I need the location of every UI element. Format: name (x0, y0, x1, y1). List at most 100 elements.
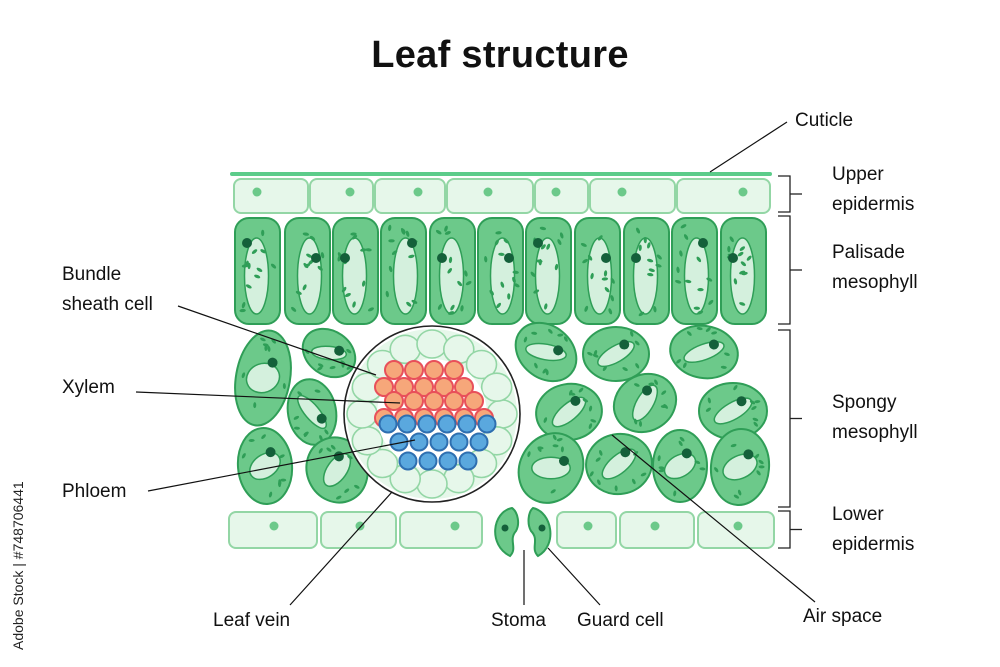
epidermis-cell (589, 178, 676, 214)
chloroplast (737, 251, 744, 257)
nucleus (265, 447, 276, 458)
chloroplast (648, 382, 655, 386)
vacuole (489, 237, 516, 315)
chloroplast (638, 244, 642, 252)
palisade-cell (525, 217, 572, 325)
nucleus (559, 455, 570, 466)
chloroplast (634, 340, 640, 346)
chloroplast (320, 252, 325, 259)
chloroplast (336, 495, 342, 500)
chloroplast (391, 250, 398, 255)
chloroplast (260, 249, 267, 254)
chloroplast (656, 254, 662, 260)
chloroplast (248, 438, 255, 442)
chloroplast (587, 254, 593, 261)
upper-epidermis (233, 178, 771, 214)
chloroplast (599, 450, 603, 456)
chloroplast (317, 366, 323, 371)
xylem-vessel (374, 377, 394, 397)
chloroplast (291, 306, 297, 312)
guard-cell-right (527, 506, 552, 558)
chloroplast (604, 287, 610, 293)
label-palisade-mesophyll-line1: Palisade (832, 242, 905, 263)
xylem-vessel (444, 391, 464, 411)
chloroplast (595, 457, 601, 462)
spongy-cell (301, 327, 357, 379)
chloroplast (405, 230, 410, 237)
xylem-vessel (404, 391, 424, 411)
chloroplast (610, 277, 615, 284)
chloroplast (352, 301, 356, 308)
chloroplast (465, 281, 472, 286)
chloroplast (295, 290, 302, 295)
chloroplast (388, 224, 392, 232)
chloroplast (601, 277, 609, 281)
chloroplast (707, 397, 711, 404)
chloroplast (241, 372, 246, 379)
spongy-cell (709, 428, 771, 506)
chloroplast (388, 239, 395, 243)
chloroplast (347, 455, 353, 460)
phloem-cell (438, 451, 458, 471)
spongy-cell (514, 321, 578, 383)
chloroplast (557, 333, 564, 337)
bracket-lower-epidermis (778, 510, 791, 549)
chloroplast (655, 263, 662, 268)
chloroplast (746, 255, 752, 261)
palisade-cell (332, 217, 379, 325)
chloroplast (494, 239, 499, 246)
label-palisade-mesophyll-line2: mesophyll (832, 272, 918, 293)
chloroplast (280, 478, 287, 482)
leader-bundle-sheath (177, 305, 377, 376)
phloem (378, 414, 497, 471)
leaf-vein (343, 325, 521, 503)
chloroplast (302, 232, 310, 236)
bundle-sheath-cell (366, 448, 399, 479)
nucleus (601, 253, 611, 263)
chloroplast (635, 363, 640, 369)
guard-cell-left (494, 506, 520, 558)
chloroplast (714, 467, 719, 473)
chloroplast (500, 281, 505, 288)
chloroplast (344, 293, 351, 297)
chloroplast (245, 284, 252, 289)
chloroplast (590, 272, 594, 280)
vacuole (663, 452, 697, 480)
chloroplast (464, 270, 468, 277)
label-lower-epidermis-line2: epidermis (832, 534, 915, 555)
nucleus (501, 524, 509, 532)
chloroplast (267, 345, 271, 352)
phloem-cell (429, 432, 449, 452)
leader-phloem (147, 439, 416, 492)
chloroplast (411, 299, 418, 304)
nucleus (551, 187, 561, 197)
chloroplast (309, 235, 316, 241)
chloroplast (733, 494, 740, 499)
chloroplast (447, 268, 453, 274)
chloroplast (694, 460, 701, 465)
label-phloem: Phloem (62, 481, 127, 502)
label-upper-epidermis-line2: epidermis (832, 194, 915, 215)
nucleus (504, 253, 514, 263)
xylem-vessel (444, 360, 464, 380)
chloroplast (658, 469, 665, 473)
chloroplast (739, 302, 746, 306)
chloroplast (680, 224, 687, 229)
chloroplast (489, 289, 494, 296)
nucleus (538, 524, 546, 532)
chloroplast (737, 489, 742, 496)
spongy-cell (535, 382, 603, 442)
chloroplast (657, 455, 661, 462)
palisade-cell (429, 217, 476, 325)
chloroplast (643, 236, 647, 244)
palisade-cell (234, 217, 281, 325)
chloroplast (498, 252, 505, 256)
chloroplast (622, 367, 628, 371)
nucleus (650, 521, 660, 531)
chloroplast (326, 447, 332, 452)
nucleus (708, 339, 719, 350)
chloroplast (676, 266, 680, 274)
nucleus (736, 396, 747, 407)
chloroplast (282, 383, 286, 390)
